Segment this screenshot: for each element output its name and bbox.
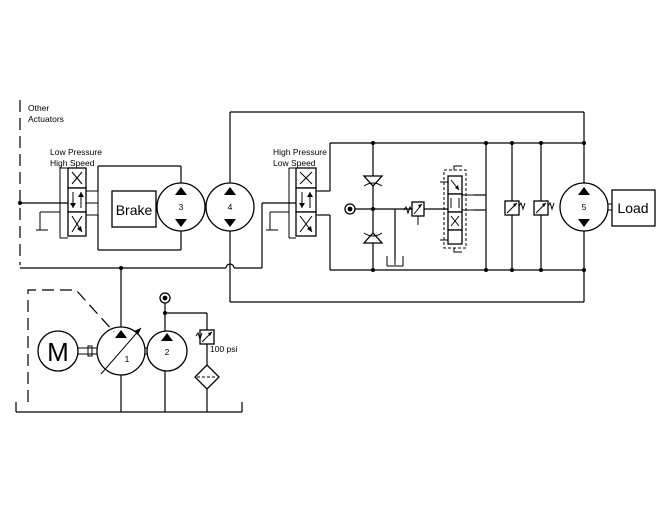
junction-dots bbox=[18, 141, 586, 315]
motor-3-number: 3 bbox=[179, 202, 184, 212]
sequence-valve bbox=[403, 201, 425, 226]
motor-4: 4 bbox=[205, 182, 255, 232]
low-pressure-label-line2: High Speed bbox=[50, 158, 95, 168]
charge-relief-valve bbox=[195, 329, 215, 365]
pilot-directional-valve bbox=[440, 165, 474, 253]
electric-motor: M bbox=[37, 330, 97, 372]
relief-valve-1 bbox=[504, 200, 526, 216]
motor-3: 3 bbox=[156, 182, 207, 232]
pump-1-number: 1 bbox=[125, 354, 130, 364]
other-actuators-label-line2: Actuators bbox=[28, 114, 64, 124]
relief-setting-label: 100 psi bbox=[210, 344, 238, 354]
motor-5: 5 bbox=[559, 182, 612, 232]
electric-motor-label: M bbox=[47, 337, 69, 367]
load-box bbox=[611, 189, 656, 227]
filter-symbol bbox=[194, 364, 220, 412]
high-pressure-label-line1: High Pressure bbox=[273, 147, 327, 157]
pump-2-number: 2 bbox=[165, 347, 170, 357]
load-label: Load bbox=[617, 200, 648, 216]
brake-box bbox=[111, 190, 157, 228]
pressure-port-symbol bbox=[344, 203, 356, 215]
motor-4-number: 4 bbox=[228, 202, 233, 212]
check-valve-upper bbox=[362, 175, 384, 187]
pump-2-pressure-port bbox=[159, 292, 171, 304]
reservoir-line bbox=[15, 371, 243, 413]
pump-control-dashed-line bbox=[27, 289, 115, 402]
right-directional-valve bbox=[266, 167, 318, 239]
motor-5-number: 5 bbox=[582, 202, 587, 212]
tank-symbol-middle bbox=[386, 256, 404, 267]
low-pressure-label-line1: Low Pressure bbox=[50, 147, 102, 157]
high-pressure-label-line2: Low Speed bbox=[273, 158, 316, 168]
relief-valve-2 bbox=[533, 200, 555, 216]
brake-label: Brake bbox=[116, 202, 153, 218]
left-directional-valve bbox=[36, 167, 99, 239]
other-actuators-label-line1: Other bbox=[28, 103, 49, 113]
pump-1-variable: 1 bbox=[96, 326, 147, 376]
check-valve-lower bbox=[362, 232, 384, 244]
pump-2: 2 bbox=[146, 302, 208, 372]
